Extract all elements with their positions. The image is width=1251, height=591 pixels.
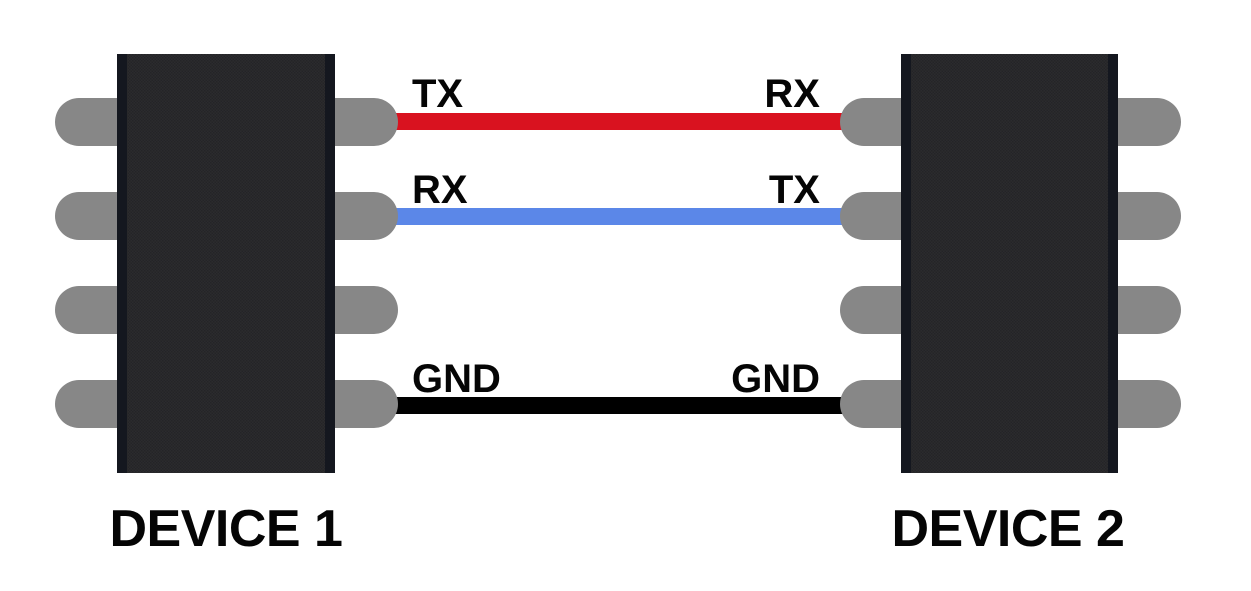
- device1-pin-right-tx: [334, 98, 398, 146]
- label-device1-rx: RX: [412, 168, 468, 212]
- device1-pin-right-3: [334, 286, 398, 334]
- device1-body: [117, 54, 335, 473]
- label-device2-rx: RX: [764, 72, 820, 116]
- device2-pin-right-2: [1116, 192, 1181, 240]
- label-device2-tx: TX: [768, 168, 820, 212]
- device2-pin-right-4: [1116, 380, 1181, 428]
- wire-gnd-gnd: [394, 397, 846, 414]
- device2-pin-right-1: [1116, 98, 1181, 146]
- device1-pin-right-rx: [334, 192, 398, 240]
- device1-pin-left-1: [55, 98, 118, 146]
- device2-pin-right-3: [1116, 286, 1181, 334]
- device2-pin-left-gnd: [840, 380, 903, 428]
- wire-tx-rx: [394, 113, 846, 130]
- label-device1-gnd: GND: [412, 357, 501, 401]
- device2-pin-left-rx: [840, 98, 903, 146]
- device1-pin-left-2: [55, 192, 118, 240]
- label-device1-tx: TX: [412, 72, 464, 116]
- device2-pin-left-3: [840, 286, 903, 334]
- device1-label: DEVICE 1: [109, 500, 343, 558]
- device1-pin-left-4: [55, 380, 118, 428]
- label-device2-gnd: GND: [731, 357, 820, 401]
- device2-pin-left-tx: [840, 192, 903, 240]
- device1-pin-right-gnd: [334, 380, 398, 428]
- device2-body: [901, 54, 1118, 473]
- wire-rx-tx: [394, 208, 846, 225]
- device1-pin-left-3: [55, 286, 118, 334]
- device2-label: DEVICE 2: [891, 500, 1125, 558]
